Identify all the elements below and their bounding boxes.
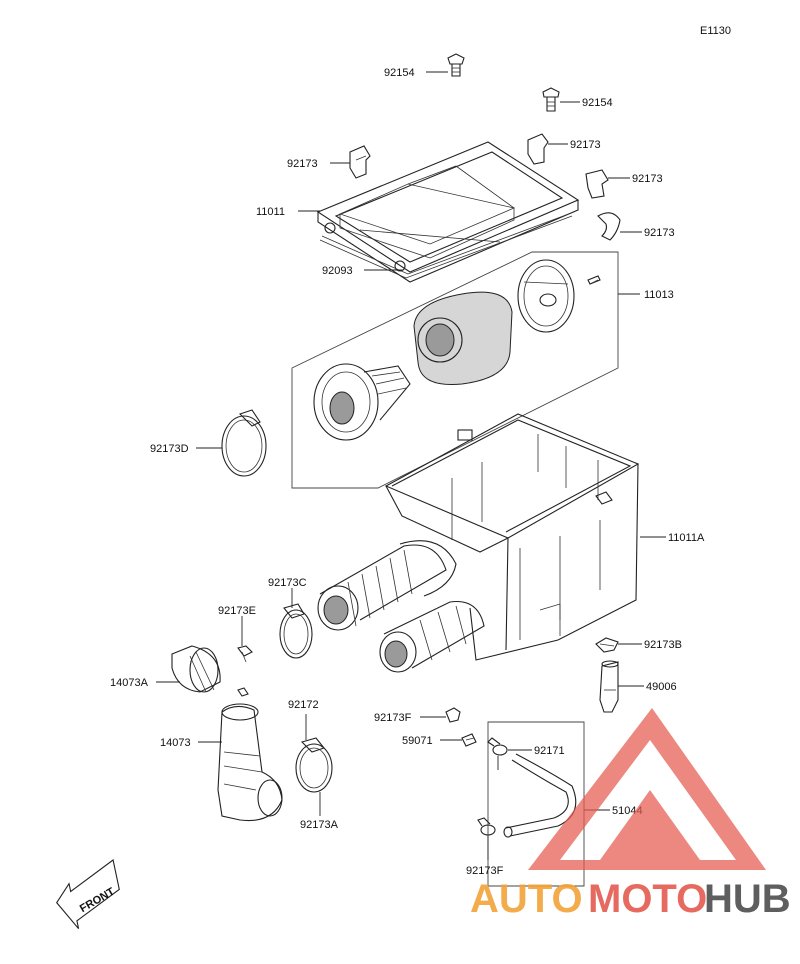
label-92173-right-1: 92173: [570, 139, 601, 151]
bolt-92154-top[interactable]: [447, 53, 465, 77]
hose-group-frame: [487, 721, 585, 887]
front-label: FRONT: [78, 886, 117, 915]
element-holder[interactable]: [313, 363, 411, 441]
diagram-code: E1130: [700, 25, 731, 37]
clip-92173F-upper[interactable]: [445, 707, 461, 723]
watermark-auto: AUTO: [470, 877, 583, 921]
drain-49006[interactable]: [599, 660, 619, 713]
clamp-92173D[interactable]: [221, 409, 267, 477]
label-92172: 92172: [288, 699, 319, 711]
label-92171: 92171: [534, 745, 565, 757]
label-92173-right-3: 92173: [644, 227, 675, 239]
air-cleaner-cover[interactable]: [316, 141, 580, 283]
clip-92173-right-1[interactable]: [527, 133, 549, 165]
fitting-59071[interactable]: [461, 733, 477, 747]
clamp-92171[interactable]: [487, 737, 508, 756]
clip-92173-right-3[interactable]: [597, 212, 621, 241]
front-arrow: FRONT: [56, 859, 120, 930]
clamp-92173C[interactable]: [279, 603, 313, 659]
label-92154-right: 92154: [582, 97, 613, 109]
clamp-92173B[interactable]: [595, 637, 619, 653]
label-92173E: 92173E: [218, 605, 256, 617]
label-92173F-lower: 92173F: [466, 865, 504, 877]
label-92173B: 92173B: [644, 639, 682, 651]
bolt-92154-right[interactable]: [542, 87, 560, 112]
label-11011A: 11011A: [668, 532, 705, 544]
small-screw[interactable]: [587, 275, 601, 285]
duct-14073[interactable]: [217, 687, 283, 822]
label-14073A: 14073A: [110, 677, 149, 689]
label-11013: 11013: [644, 289, 674, 301]
foam-element[interactable]: [413, 291, 513, 386]
clip-92173F-lower[interactable]: [477, 817, 496, 836]
label-92173F-upper: 92173F: [374, 712, 412, 724]
label-49006: 49006: [646, 681, 677, 693]
clip-92173-left[interactable]: [349, 145, 371, 179]
clip-92173-right-2[interactable]: [585, 169, 609, 199]
intake-tube-upper[interactable]: [317, 540, 457, 631]
label-11011: 11011: [256, 206, 285, 218]
watermark-moto: MOTO: [588, 877, 707, 921]
element-group-frame: [291, 251, 619, 489]
label-92173D: 92173D: [150, 443, 189, 455]
screw-92173E[interactable]: [237, 645, 253, 663]
intake-tube-lower[interactable]: [379, 600, 485, 673]
label-92154-top: 92154: [384, 67, 415, 79]
label-92173A: 92173A: [300, 819, 339, 831]
element-end-cap[interactable]: [517, 259, 575, 333]
seal-92093[interactable]: [319, 211, 575, 279]
label-59071: 59071: [402, 735, 433, 747]
label-14073: 14073: [160, 737, 191, 749]
label-92173-left: 92173: [287, 158, 318, 170]
label-92093: 92093: [322, 265, 353, 277]
duct-14073A[interactable]: [171, 645, 221, 693]
watermark: AUTO MOTO HUB: [470, 708, 791, 921]
label-92173-right-2: 92173: [632, 173, 663, 185]
clamp-92172[interactable]: [295, 737, 333, 793]
watermark-hub: HUB: [704, 877, 791, 921]
air-cleaner-case[interactable]: [384, 413, 640, 661]
watermark-triangle-logo: [528, 708, 766, 870]
label-92173C: 92173C: [268, 577, 307, 589]
